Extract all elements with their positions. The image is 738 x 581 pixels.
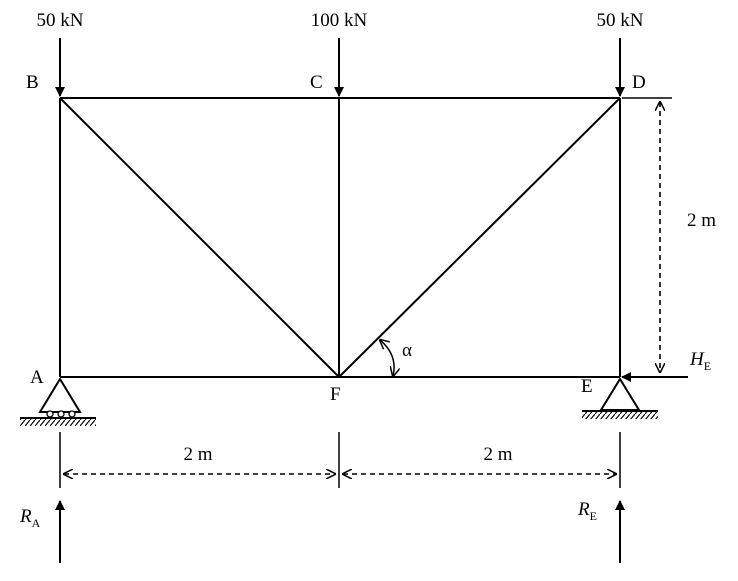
- reaction-HE: HE: [621, 349, 711, 382]
- node-labels: B C D A F E: [26, 72, 646, 405]
- pin-triangle: [599, 377, 641, 411]
- roller-wheel-right: [68, 410, 76, 418]
- roller-triangle: [38, 377, 82, 413]
- node-label-B: B: [26, 72, 39, 93]
- load-label-C: 100 kN: [311, 10, 368, 31]
- node-label-F: F: [330, 384, 341, 405]
- node-label-E: E: [581, 376, 593, 397]
- dim-right-label: 2 m: [483, 444, 512, 465]
- dimension-spans: 2 m 2 m: [59, 432, 621, 488]
- support-roller-A: [20, 377, 96, 426]
- ground-hatch-A: [20, 419, 96, 426]
- reaction-RE: RE: [577, 499, 625, 563]
- member-BF: [59, 97, 340, 378]
- roller-wheel-left: [46, 410, 54, 418]
- reaction-HE-label: HE: [689, 349, 711, 373]
- truss-members: [59, 97, 621, 378]
- ground-hatch-E: [582, 412, 658, 419]
- roller-wheel-mid: [57, 410, 65, 418]
- node-label-D: D: [632, 72, 646, 93]
- member-DF: [338, 97, 621, 378]
- applied-loads: 50 kN 100 kN 50 kN: [37, 10, 644, 97]
- angle-alpha: α: [380, 340, 412, 376]
- reaction-RA-label: RA: [19, 506, 41, 530]
- node-label-C: C: [310, 72, 323, 93]
- dim-left-label: 2 m: [183, 444, 212, 465]
- support-pin-E: [582, 377, 658, 419]
- reaction-RE-label: RE: [577, 499, 597, 523]
- angle-label: α: [402, 340, 412, 361]
- reaction-RA: RA: [19, 500, 65, 563]
- load-label-D: 50 kN: [597, 10, 644, 31]
- dim-height-label: 2 m: [687, 210, 716, 231]
- angle-arc: [380, 340, 394, 376]
- node-label-A: A: [30, 367, 44, 388]
- load-label-B: 50 kN: [37, 10, 84, 31]
- dimension-height: 2 m: [622, 97, 716, 372]
